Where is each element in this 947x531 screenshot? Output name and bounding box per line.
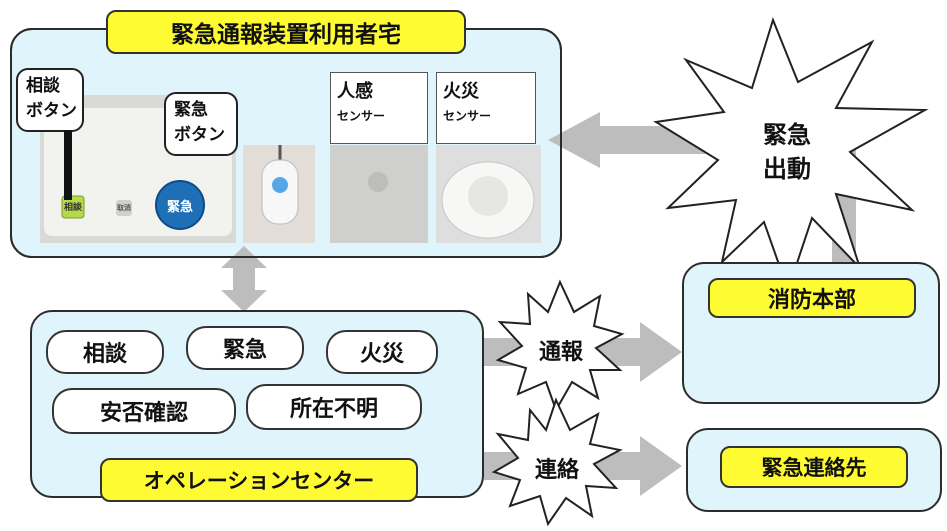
pill-safety-check: 安否確認 [52, 388, 236, 434]
operation-center-title: オペレーションセンター [100, 458, 418, 502]
dispatch-line: 緊急 [763, 121, 811, 149]
motion-sensor-photo [330, 145, 428, 243]
pill-consult: 相談 [46, 330, 164, 374]
emergency-contact-title: 緊急連絡先 [720, 446, 908, 488]
fire-sensor-label: 火災 センサー [436, 72, 536, 144]
callout-line: 相談 [26, 76, 60, 96]
callout-line: 緊急 [174, 100, 208, 120]
sensor-name: 人感 [337, 81, 373, 102]
device-cancel-label: 取消 [117, 204, 131, 212]
device-emergency-label: 緊急 [166, 200, 193, 215]
pill-fire: 火災 [326, 330, 438, 374]
callout-line: ボタン [174, 125, 225, 145]
home-operation-double-arrow [221, 246, 267, 312]
dispatch-label: 緊急 出動 [742, 118, 832, 186]
sensor-type: センサー [443, 109, 492, 123]
fire-hq-title: 消防本部 [708, 278, 916, 318]
emergency-button-callout: 緊急 ボタン [164, 92, 238, 156]
fire-sensor-photo [436, 145, 541, 243]
callout-pointer [64, 130, 72, 200]
device-consult-label: 相談 [63, 203, 82, 213]
dispatch-line: 出動 [763, 155, 811, 183]
consult-button-callout: 相談 ボタン [16, 68, 84, 132]
sensor-name: 火災 [443, 81, 479, 102]
contact-label: 連絡 [534, 458, 579, 483]
pill-missing: 所在不明 [246, 384, 422, 430]
pendant-photo [243, 145, 315, 243]
home-title: 緊急通報装置利用者宅 [106, 10, 466, 54]
pill-emergency: 緊急 [186, 326, 304, 370]
motion-sensor-label: 人感 センサー [330, 72, 428, 144]
callout-line: ボタン [26, 101, 77, 121]
sensor-type: センサー [337, 109, 386, 123]
contact-starburst [491, 397, 623, 527]
report-label: 通報 [538, 340, 583, 365]
